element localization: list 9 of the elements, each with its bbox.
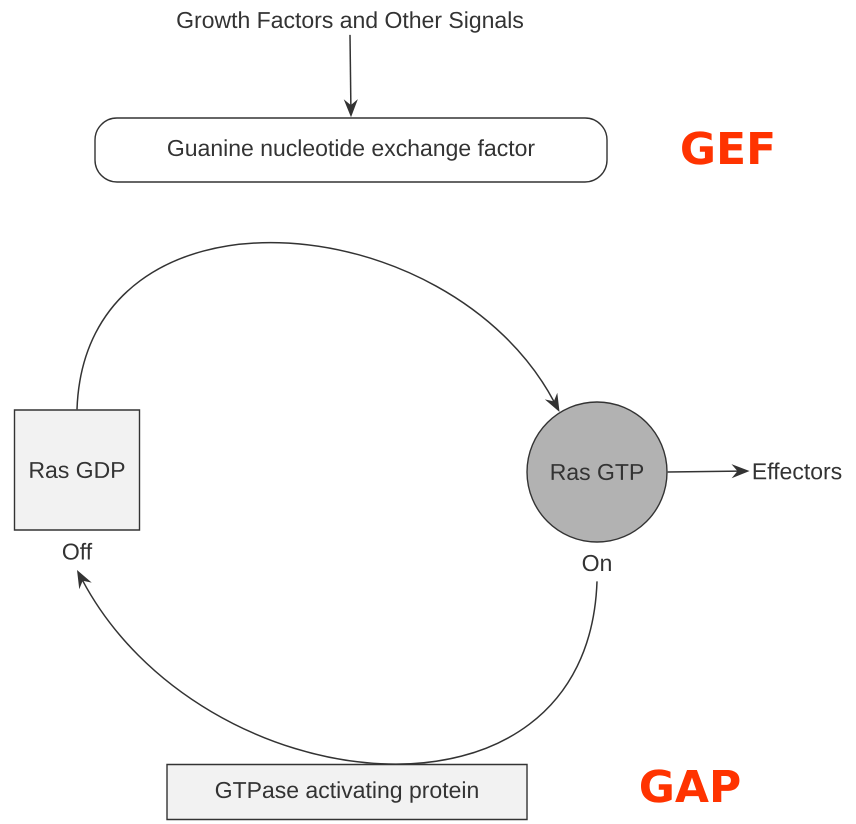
factor-box: Guanine nucleotide exchange factor: [94, 117, 608, 183]
state-caption: On: [582, 554, 611, 572]
state-box: Ras GDP: [14, 409, 140, 531]
state-box: GTPase activating protein: [166, 764, 528, 820]
state-caption: Off: [62, 542, 92, 560]
enzyme-label: GAP: [641, 769, 740, 803]
enzyme-label: GEF: [682, 131, 772, 165]
signal-text: Effectors: [754, 462, 842, 480]
signal-text: Growth Factors and Other Signals: [177, 11, 523, 33]
